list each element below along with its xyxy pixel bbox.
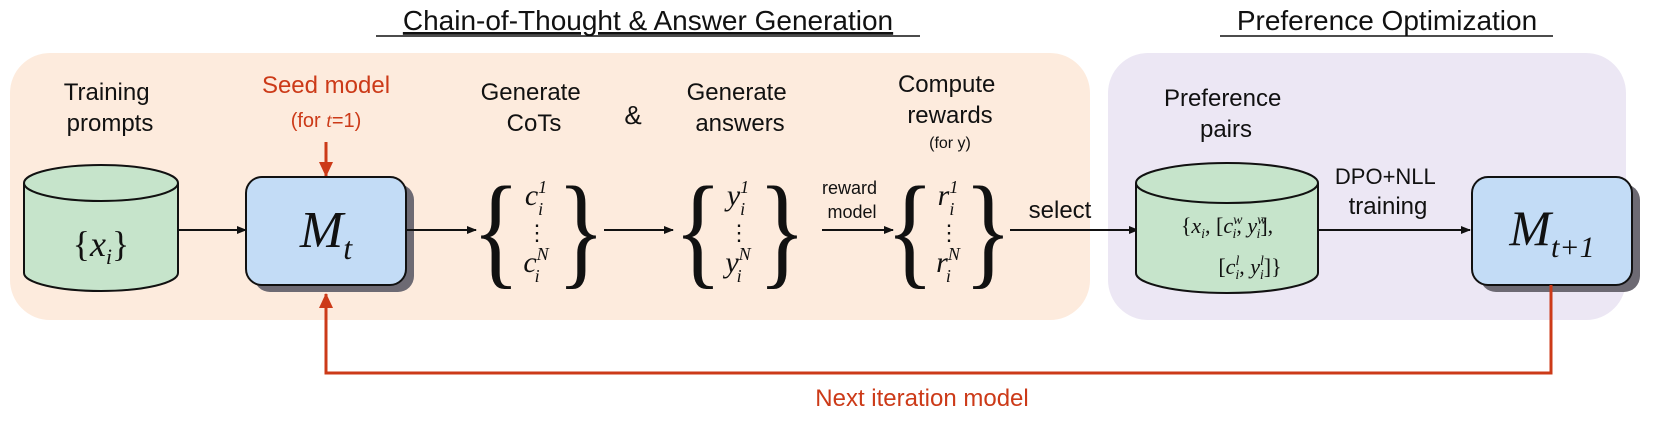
next-iteration-label: Next iteration model: [815, 385, 1028, 412]
reward-model-label: reward model: [822, 178, 882, 222]
preference-section-title: Preference Optimization: [1237, 5, 1537, 36]
cot-vdots: ⋮: [526, 220, 548, 245]
generate-answers-label: Generate answers: [687, 79, 794, 137]
preference-pairs-label: Preference pairs: [1164, 85, 1288, 143]
svg-text:{: {: [886, 162, 934, 300]
seed-model-sublabel: (for t=1): [291, 110, 362, 132]
training-prompts-label: Training prompts: [64, 79, 157, 137]
prompts-database: {xi}: [23, 164, 179, 292]
prompts-set: {xi}: [73, 224, 130, 269]
select-label: select: [1029, 197, 1092, 224]
compute-rewards-label: Compute rewards: [898, 71, 1002, 129]
current-model-symbol: Mt: [299, 202, 353, 266]
next-iteration-loop: [319, 285, 1553, 375]
svg-text:{: {: [674, 162, 722, 300]
seed-model-label: Seed model: [262, 72, 390, 99]
dpo-training-label: DPO+NLL training: [1335, 164, 1441, 220]
svg-text:}: }: [758, 162, 806, 300]
current-model-box: Mt: [245, 176, 414, 292]
ampersand: &: [624, 100, 641, 130]
generate-cots-label: Generate CoTs: [481, 79, 588, 137]
next-model-symbol: Mt+1: [1508, 200, 1594, 264]
answer-vdots: ⋮: [728, 220, 750, 245]
next-model-box: Mt+1: [1471, 176, 1640, 292]
reward-vdots: ⋮: [938, 220, 960, 245]
svg-text:}: }: [964, 162, 1012, 300]
svg-text:}: }: [557, 162, 605, 300]
compute-rewards-note: (for y): [929, 135, 971, 152]
cot-section-title: Chain-of-Thought & Answer Generation: [403, 5, 893, 36]
svg-text:{: {: [472, 162, 520, 300]
